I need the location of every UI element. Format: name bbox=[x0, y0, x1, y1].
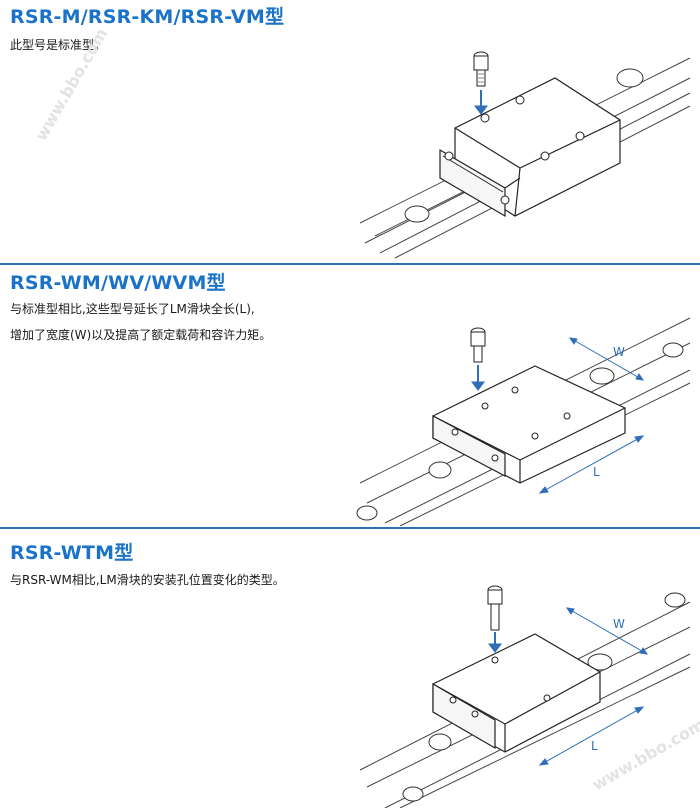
section-2-line-2: 增加了宽度(W)以及提高了额定载荷和容许力矩。 bbox=[10, 328, 272, 342]
length-label: L bbox=[593, 465, 600, 479]
end-seal-screw bbox=[444, 151, 454, 161]
lm-block bbox=[432, 633, 601, 753]
section-divider bbox=[0, 263, 700, 265]
width-dimension bbox=[568, 337, 645, 381]
bolt bbox=[473, 51, 489, 87]
section-1-line-1: 此型号是标准型。 bbox=[10, 38, 107, 52]
section-2-title: RSR-WM/WV/WVM型 bbox=[10, 272, 226, 294]
mounting-holes bbox=[491, 656, 551, 702]
width-label: W bbox=[613, 617, 625, 631]
end-seal-screw bbox=[451, 428, 459, 436]
width-dimension bbox=[565, 607, 649, 655]
rail-hole bbox=[662, 342, 684, 358]
end-seal-screw bbox=[449, 696, 457, 704]
bolt bbox=[487, 585, 503, 631]
section-3-description: 与RSR-WM相比,LM滑块的安装孔位置变化的类型。 bbox=[10, 567, 285, 593]
mounting-holes bbox=[480, 95, 585, 161]
lm-block bbox=[439, 77, 621, 218]
length-dimension bbox=[538, 706, 645, 766]
section-1-description: 此型号是标准型。 bbox=[10, 32, 106, 58]
rail-hole bbox=[587, 653, 613, 671]
bolt bbox=[470, 327, 486, 363]
length-label: L bbox=[591, 739, 598, 753]
lm-block bbox=[432, 365, 626, 484]
rail-hole bbox=[664, 592, 686, 608]
rail-hole bbox=[589, 367, 615, 385]
rsr-standard-guide-illustration bbox=[359, 51, 691, 259]
section-2-line-1: 与标准型相比,这些型号延长了LM滑块全长(L), bbox=[10, 302, 255, 316]
section-3-line-1: 与RSR-WM相比,LM滑块的安装孔位置变化的类型。 bbox=[10, 573, 285, 587]
rsr-wtm-guide-illustration: W L bbox=[359, 585, 691, 808]
width-label: W bbox=[613, 345, 625, 359]
section-3-title: RSR-WTM型 bbox=[10, 542, 134, 564]
length-dimension bbox=[538, 435, 645, 494]
insert-arrow bbox=[474, 90, 488, 115]
section-2-description: 与标准型相比,这些型号延长了LM滑块全长(L), 增加了宽度(W)以及提高了额定… bbox=[10, 296, 271, 348]
insert-arrow bbox=[488, 632, 502, 653]
section-divider bbox=[0, 527, 700, 529]
rail-hole bbox=[404, 205, 430, 223]
mounting-holes bbox=[481, 386, 571, 440]
insert-arrow bbox=[471, 365, 485, 391]
end-seal-screw bbox=[500, 195, 510, 205]
rail-hole bbox=[616, 68, 644, 88]
end-seal-screw bbox=[491, 454, 499, 462]
rail-hole bbox=[402, 786, 424, 802]
rail-hole bbox=[356, 505, 378, 521]
end-seal-screw bbox=[471, 710, 479, 718]
rail-hole bbox=[428, 733, 452, 751]
rail-hole bbox=[428, 461, 452, 479]
rsr-wide-guide-illustration: W L bbox=[356, 317, 691, 526]
section-1-title: RSR-M/RSR-KM/RSR-VM型 bbox=[10, 6, 285, 28]
